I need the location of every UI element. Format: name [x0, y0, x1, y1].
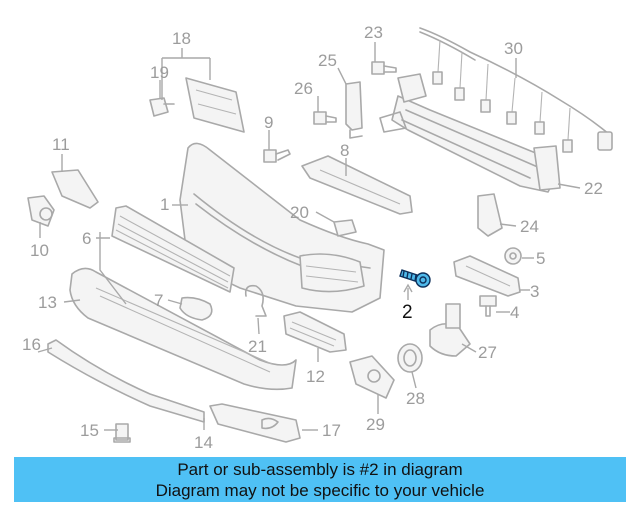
part-sensor-mount-10 — [27, 195, 55, 227]
callout-25: 25 — [318, 51, 337, 70]
callout-30: 30 — [504, 39, 523, 58]
part-bracket-11 — [51, 169, 99, 209]
callout-20: 20 — [290, 203, 309, 222]
callout-23: 23 — [364, 23, 383, 42]
callout-13: 13 — [38, 293, 57, 312]
callout-11: 11 — [52, 135, 70, 154]
part-cover-cap-20 — [333, 219, 357, 237]
part-hook-21 — [244, 284, 267, 317]
callout-24: 24 — [520, 217, 539, 236]
part-bolt-26 — [313, 111, 337, 125]
part-lower-bumper — [69, 267, 297, 391]
callout-28: 28 — [406, 389, 425, 408]
part-license-plate-bracket — [185, 77, 245, 133]
part-sensor-bracket-29 — [349, 355, 395, 399]
part-screw-2-highlighted — [399, 269, 431, 288]
part-bolt-9 — [263, 149, 291, 163]
part-reinforcement-beam — [379, 73, 561, 193]
callout-1: 1 — [160, 195, 169, 214]
callout-7: 7 — [154, 291, 163, 310]
part-plate-7 — [179, 296, 213, 321]
callout-15: 15 — [80, 421, 99, 440]
part-grommet-5 — [504, 247, 522, 265]
callout-18: 18 — [172, 29, 191, 48]
callout-26: 26 — [294, 79, 313, 98]
banner-line-disclaimer: Diagram may not be specific to your vehi… — [155, 480, 485, 500]
callout-3: 3 — [530, 282, 539, 301]
callout-17: 17 — [322, 421, 341, 440]
part-sensor-ring-28 — [397, 343, 423, 373]
callout-12: 12 — [306, 367, 325, 386]
part-parking-sensor-27 — [429, 303, 471, 357]
callout-6: 6 — [82, 229, 91, 248]
info-banner: Part or sub-assembly is #2 in diagram Di… — [14, 457, 626, 502]
part-lower-strip — [47, 339, 205, 423]
callout-14: 14 — [194, 433, 213, 452]
callout-numbers: 1 2 3 4 5 6 7 8 9 10 11 12 13 14 15 16 1… — [22, 23, 603, 452]
part-bolt-4 — [479, 295, 497, 317]
callout-21: 21 — [248, 337, 267, 356]
part-bolt-23 — [371, 61, 397, 75]
callout-22: 22 — [584, 179, 603, 198]
callout-10: 10 — [30, 241, 49, 260]
part-clip-15 — [113, 423, 131, 443]
part-side-bracket-3 — [453, 255, 521, 297]
callout-29: 29 — [366, 415, 385, 434]
callout-19: 19 — [150, 63, 169, 82]
part-bracket-25 — [345, 81, 363, 139]
callout-27: 27 — [478, 343, 497, 362]
part-bracket-24 — [477, 193, 503, 237]
callout-2: 2 — [402, 302, 413, 323]
leader-lines — [37, 42, 581, 431]
callout-4: 4 — [510, 303, 519, 322]
part-fog-bezel-12 — [283, 311, 347, 353]
part-upper-bracket-8 — [301, 155, 413, 215]
banner-line-part-number: Part or sub-assembly is #2 in diagram — [177, 459, 463, 479]
part-clip-19 — [149, 97, 175, 117]
parts-diagram: 1 2 3 4 5 6 7 8 9 10 11 12 13 14 15 16 1… — [22, 23, 613, 452]
callout-8: 8 — [340, 141, 349, 160]
part-wiring-harness — [419, 27, 613, 153]
callout-9: 9 — [264, 113, 273, 132]
part-grille — [111, 205, 235, 293]
part-lower-bezel-17 — [209, 403, 301, 443]
callout-16: 16 — [22, 335, 41, 354]
callout-5: 5 — [536, 249, 545, 268]
